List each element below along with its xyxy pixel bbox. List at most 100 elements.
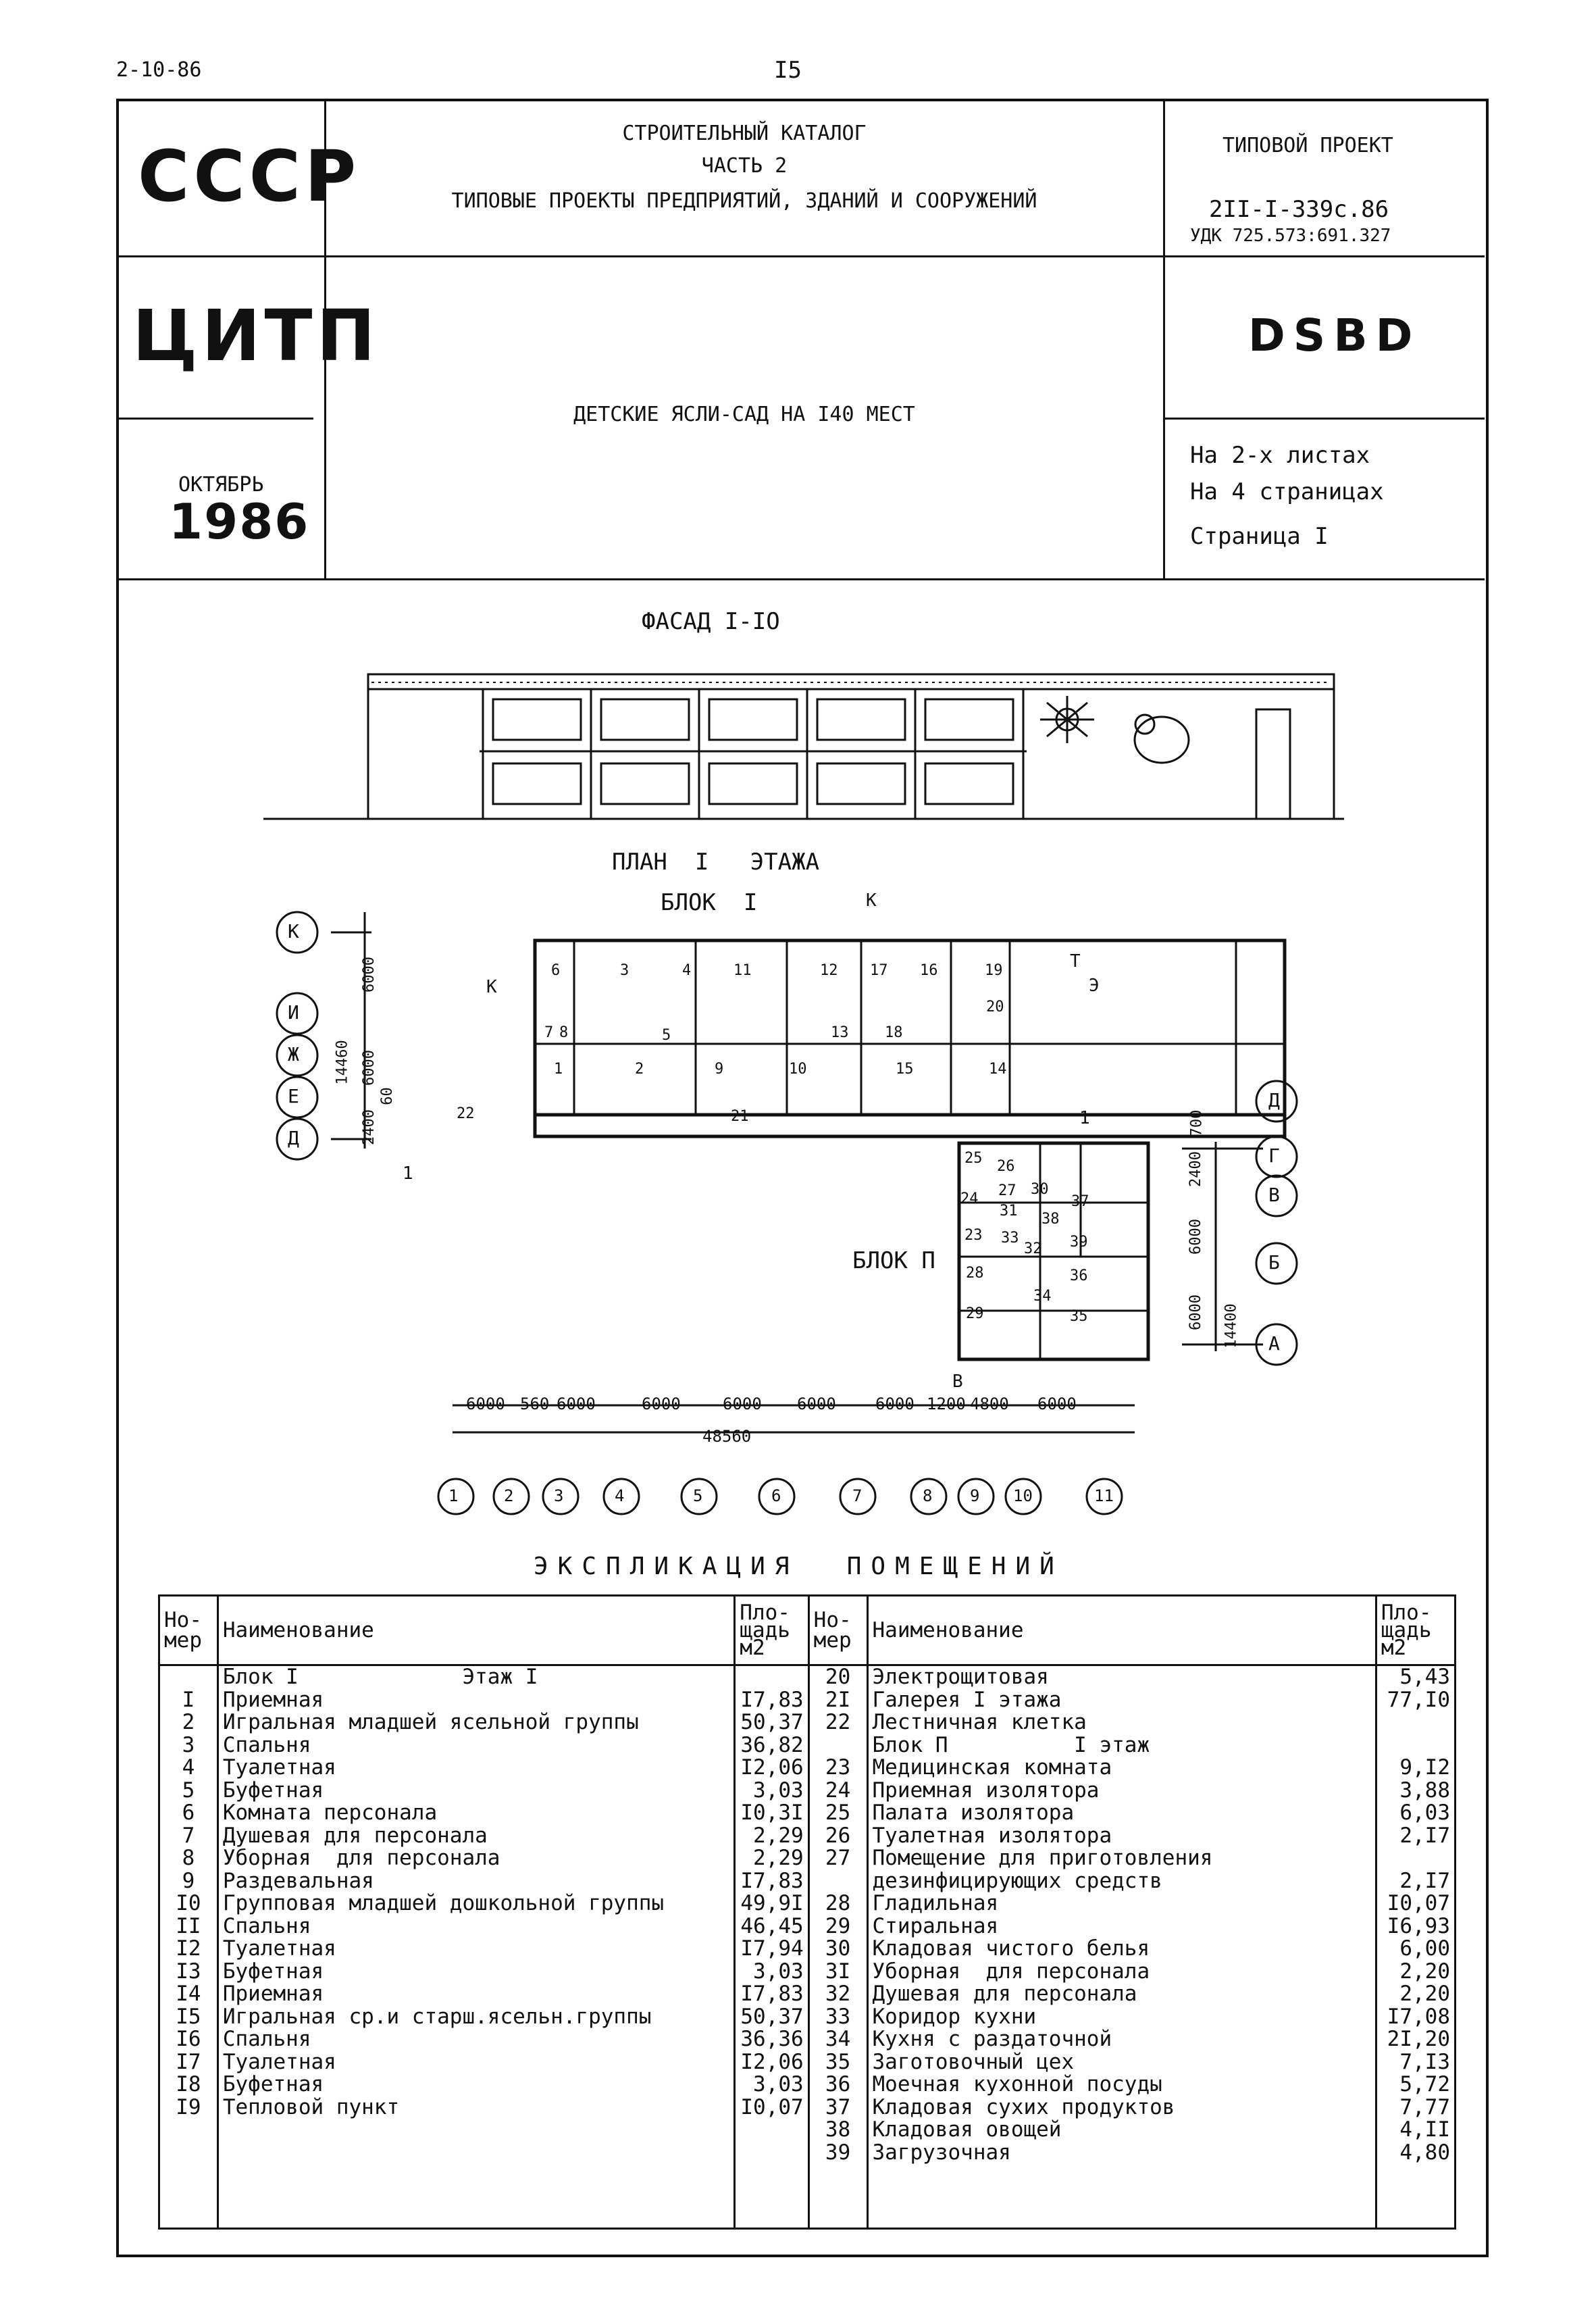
axis-label: Е [288, 1085, 299, 1107]
room-area-cell: 3,03 [753, 1959, 804, 1984]
plan-title: ПЛАН I ЭТАЖА [612, 849, 820, 876]
room-number: 25 [964, 1150, 983, 1167]
room-number-cell: I4 [176, 1982, 201, 2006]
room-name-cell: Помещение для приготовления [872, 1846, 1213, 1870]
room-number-cell: 6 [182, 1801, 195, 1825]
room-name-cell: Игральная ср.и старш.ясельн.группы [222, 2004, 652, 2029]
room-number-cell: 34 [825, 2027, 851, 2051]
axis-label: Г [1268, 1145, 1280, 1167]
room-number: 21 [731, 1108, 749, 1125]
table-cell [164, 1666, 213, 1689]
dimension-label: 560 [520, 1394, 550, 1413]
room-number: 24 [960, 1190, 979, 1207]
dimension-label: 14460 [334, 1040, 351, 1085]
room-number: 5 [662, 1027, 671, 1044]
room-name-cell: Кладовая овощей [872, 2117, 1062, 2142]
room-number-cell: 2I [825, 1687, 851, 1712]
axis-label: Б [1268, 1251, 1280, 1274]
dimension-label: 6000 [557, 1394, 596, 1413]
room-number-cell: I [182, 1687, 195, 1712]
room-number: 16 [920, 962, 938, 979]
room-name-cell: Моечная кухонной посуды [872, 2072, 1162, 2096]
room-name-cell: Туалетная изолятора [872, 1823, 1112, 1848]
project-name: ДЕТСКИЕ ЯСЛИ-САД НА I40 МЕСТ [573, 403, 915, 426]
room-number: 19 [985, 962, 1003, 979]
divider [118, 255, 1485, 257]
room-number: 29 [966, 1305, 984, 1322]
room-number: 26 [997, 1158, 1015, 1175]
room-name-cell: Уборная для персонала [872, 1959, 1150, 1984]
catalog-subtitle: ТИПОВЫЕ ПРОЕКТЫ ПРЕДПРИЯТИЙ, ЗДАНИЙ И СО… [451, 189, 1037, 213]
axis-label: Ж [288, 1043, 299, 1065]
facade-drawing [263, 673, 1344, 820]
room-number-cell: 37 [825, 2094, 851, 2119]
room-number: 18 [885, 1024, 903, 1041]
axis-label: 6 [771, 1486, 781, 1505]
room-name-cell: Спальня [222, 2027, 311, 2051]
project-number: 2II-I-339с.86 [1209, 196, 1389, 223]
room-number: 32 [1024, 1240, 1042, 1257]
section-heading: Блок I Этаж I [222, 1665, 538, 1689]
dimension-total: 48560 [702, 1427, 752, 1446]
axis-label: 4 [615, 1486, 625, 1505]
axis-label: Д [288, 1127, 299, 1149]
room-area-cell: 2,I7 [1399, 1868, 1450, 1893]
axis-label: 5 [693, 1486, 703, 1505]
room-name-cell: Галерея I этажа [872, 1687, 1062, 1712]
divider [1164, 418, 1485, 420]
room-area-cell: 7,I3 [1399, 2049, 1450, 2074]
room-number: 38 [1041, 1211, 1060, 1228]
dimension-label: 6000 [875, 1394, 915, 1413]
dimension-label: 1200 [927, 1394, 966, 1413]
room-name-cell: Блок П I этаж [872, 1732, 1150, 1757]
room-area-cell: 3,03 [753, 1778, 804, 1803]
room-number-cell: 38 [825, 2117, 851, 2142]
room-area-cell: 3,88 [1399, 1778, 1450, 1803]
dimension-label: 6000 [642, 1394, 681, 1413]
room-number-cell: 32 [825, 1982, 851, 2006]
room-area-cell: 2,I7 [1399, 1823, 1450, 1848]
room-number-cell: 4 [182, 1755, 195, 1780]
room-number-cell: I6 [176, 2027, 201, 2051]
room-number: 6 [551, 962, 561, 979]
dimension-label: 4800 [970, 1394, 1009, 1413]
room-number-cell: 22 [825, 1710, 851, 1734]
room-name-cell: Спальня [222, 1913, 311, 1938]
room-name-cell: Коридор кухни [872, 2004, 1037, 2029]
dimension-label: 6000 [360, 1050, 378, 1086]
room-area-cell: 4,II [1399, 2117, 1450, 2142]
room-number-cell: 33 [825, 2004, 851, 2029]
axis-label: В [1268, 1184, 1280, 1206]
room-number: 30 [1031, 1181, 1049, 1198]
axis-label: 11 [1094, 1486, 1114, 1505]
room-number-cell: II [176, 1913, 201, 1938]
dimension-label: 60 [378, 1087, 396, 1105]
room-number-cell: 27 [825, 1846, 851, 1870]
room-number-cell: I0 [176, 1891, 201, 1915]
room-number: 7 [544, 1024, 554, 1041]
room-name-cell: Буфетная [222, 2072, 324, 2096]
project-code: DSBD [1248, 309, 1421, 361]
room-name-cell: Кладовая чистого белья [872, 1936, 1150, 1961]
dimension-label: 6000 [1187, 1294, 1204, 1330]
room-number-cell: 24 [825, 1778, 851, 1803]
project-type-label: ТИПОВОЙ ПРОЕКТ [1222, 134, 1393, 157]
marker-label: К [486, 977, 497, 997]
room-name-cell: Кладовая сухих продуктов [872, 2094, 1175, 2119]
dimension-label: 700 [1188, 1109, 1206, 1137]
room-area-cell: 4,80 [1399, 2140, 1450, 2165]
block1-label: БЛОК I [661, 889, 758, 916]
room-name-cell: Спальня [222, 1732, 311, 1757]
room-area-cell: I2,06 [740, 1755, 804, 1780]
room-area-cell: 5,43 [1399, 1665, 1450, 1689]
room-area-cell: 2,20 [1399, 1959, 1450, 1984]
room-name-cell: Комната персонала [222, 1801, 438, 1825]
room-number: 10 [789, 1061, 807, 1078]
room-number-cell: 39 [825, 2140, 851, 2165]
room-name-cell: Приемная [222, 1982, 324, 2006]
floor-plan-drawing [276, 911, 1298, 1515]
marker-label: Э [1089, 976, 1100, 996]
sheets-count: На 2-х листах [1190, 442, 1370, 469]
